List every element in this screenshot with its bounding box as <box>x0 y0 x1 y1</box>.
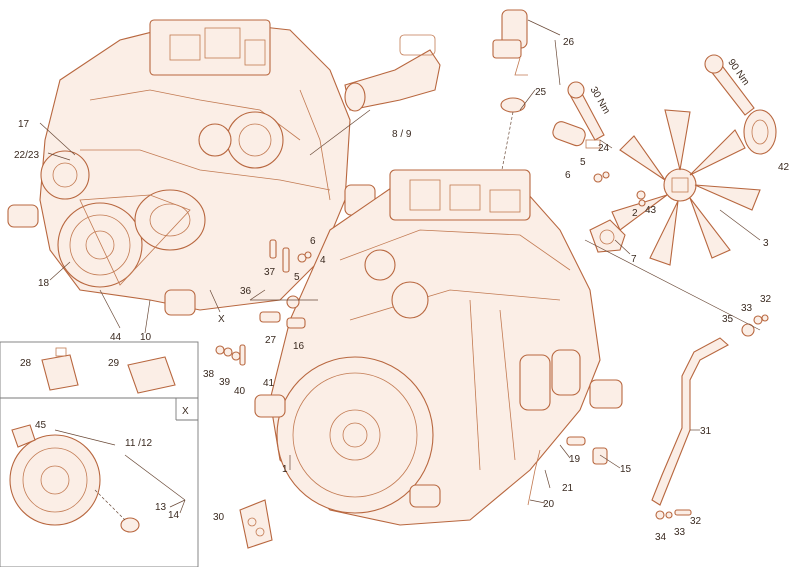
callout-41: 41 <box>263 378 275 389</box>
alternator <box>9 424 140 533</box>
starter-motor <box>309 34 441 156</box>
callout-6-mid: 6 <box>310 236 316 247</box>
callout-1: 1 <box>282 464 288 475</box>
callout-30: 30 <box>213 512 225 523</box>
torque-wrench-30 <box>567 81 605 141</box>
callout-27: 27 <box>265 335 277 346</box>
support-bracket <box>651 323 755 506</box>
callout-33-top: 33 <box>741 303 753 314</box>
callout-10: 10 <box>140 332 152 343</box>
callout-17: 17 <box>18 119 30 130</box>
callout-26: 26 <box>563 37 575 48</box>
callout-31: 31 <box>700 426 712 437</box>
callout-45: 45 <box>35 420 47 431</box>
callout-8-9: 8 / 9 <box>392 129 412 140</box>
leader-lines <box>39 19 761 514</box>
callout-44: 44 <box>110 332 122 343</box>
callout-28: 28 <box>20 358 32 369</box>
callout-14: 14 <box>168 510 180 521</box>
callout-34: 34 <box>655 532 667 543</box>
fan-hub <box>743 109 777 155</box>
callout-16: 16 <box>293 341 305 352</box>
callout-32-top: 32 <box>760 294 772 305</box>
callout-3: 3 <box>763 238 769 249</box>
oil-level-sensor <box>492 9 528 181</box>
callout-42: 42 <box>778 162 790 173</box>
glow-plug <box>552 121 601 149</box>
callout-5-mid: 5 <box>294 272 300 283</box>
callout-11-12: 11 /12 <box>125 438 152 449</box>
callout-21: 21 <box>562 483 574 494</box>
callout-5-top: 5 <box>580 157 586 168</box>
callout-32-bottom: 32 <box>690 516 702 527</box>
callout-x-inset: X <box>182 406 189 417</box>
callout-24: 24 <box>598 143 610 154</box>
callout-6-top: 6 <box>565 170 571 181</box>
torque-wrench-90 <box>704 54 755 116</box>
fan-spacer <box>589 219 626 253</box>
callout-20: 20 <box>543 499 555 510</box>
callout-43: 43 <box>645 205 657 216</box>
relay-29 <box>127 356 176 394</box>
callout-37: 37 <box>264 267 276 278</box>
callout-33-bottom: 33 <box>674 527 686 538</box>
callout-22-23: 22/23 <box>14 150 39 161</box>
callout-7: 7 <box>631 254 637 265</box>
callout-39: 39 <box>219 377 231 388</box>
callout-29: 29 <box>108 358 120 369</box>
callout-18: 18 <box>38 278 50 289</box>
callout-40: 40 <box>234 386 246 397</box>
callout-36: 36 <box>240 286 252 297</box>
callout-19: 19 <box>569 454 581 465</box>
engine-rear-view <box>7 19 376 316</box>
small-parts <box>215 171 769 549</box>
inset-panel <box>0 341 199 567</box>
callout-13: 13 <box>155 502 167 513</box>
relay-28 <box>41 347 79 391</box>
callout-25: 25 <box>535 87 547 98</box>
callout-x-top: X <box>218 314 225 325</box>
callout-4: 4 <box>320 255 326 266</box>
cooling-fan <box>611 109 761 266</box>
engine-front-view <box>254 169 623 526</box>
callout-35: 35 <box>722 314 734 325</box>
callout-38: 38 <box>203 369 215 380</box>
callout-15: 15 <box>620 464 632 475</box>
callout-2: 2 <box>632 208 638 219</box>
